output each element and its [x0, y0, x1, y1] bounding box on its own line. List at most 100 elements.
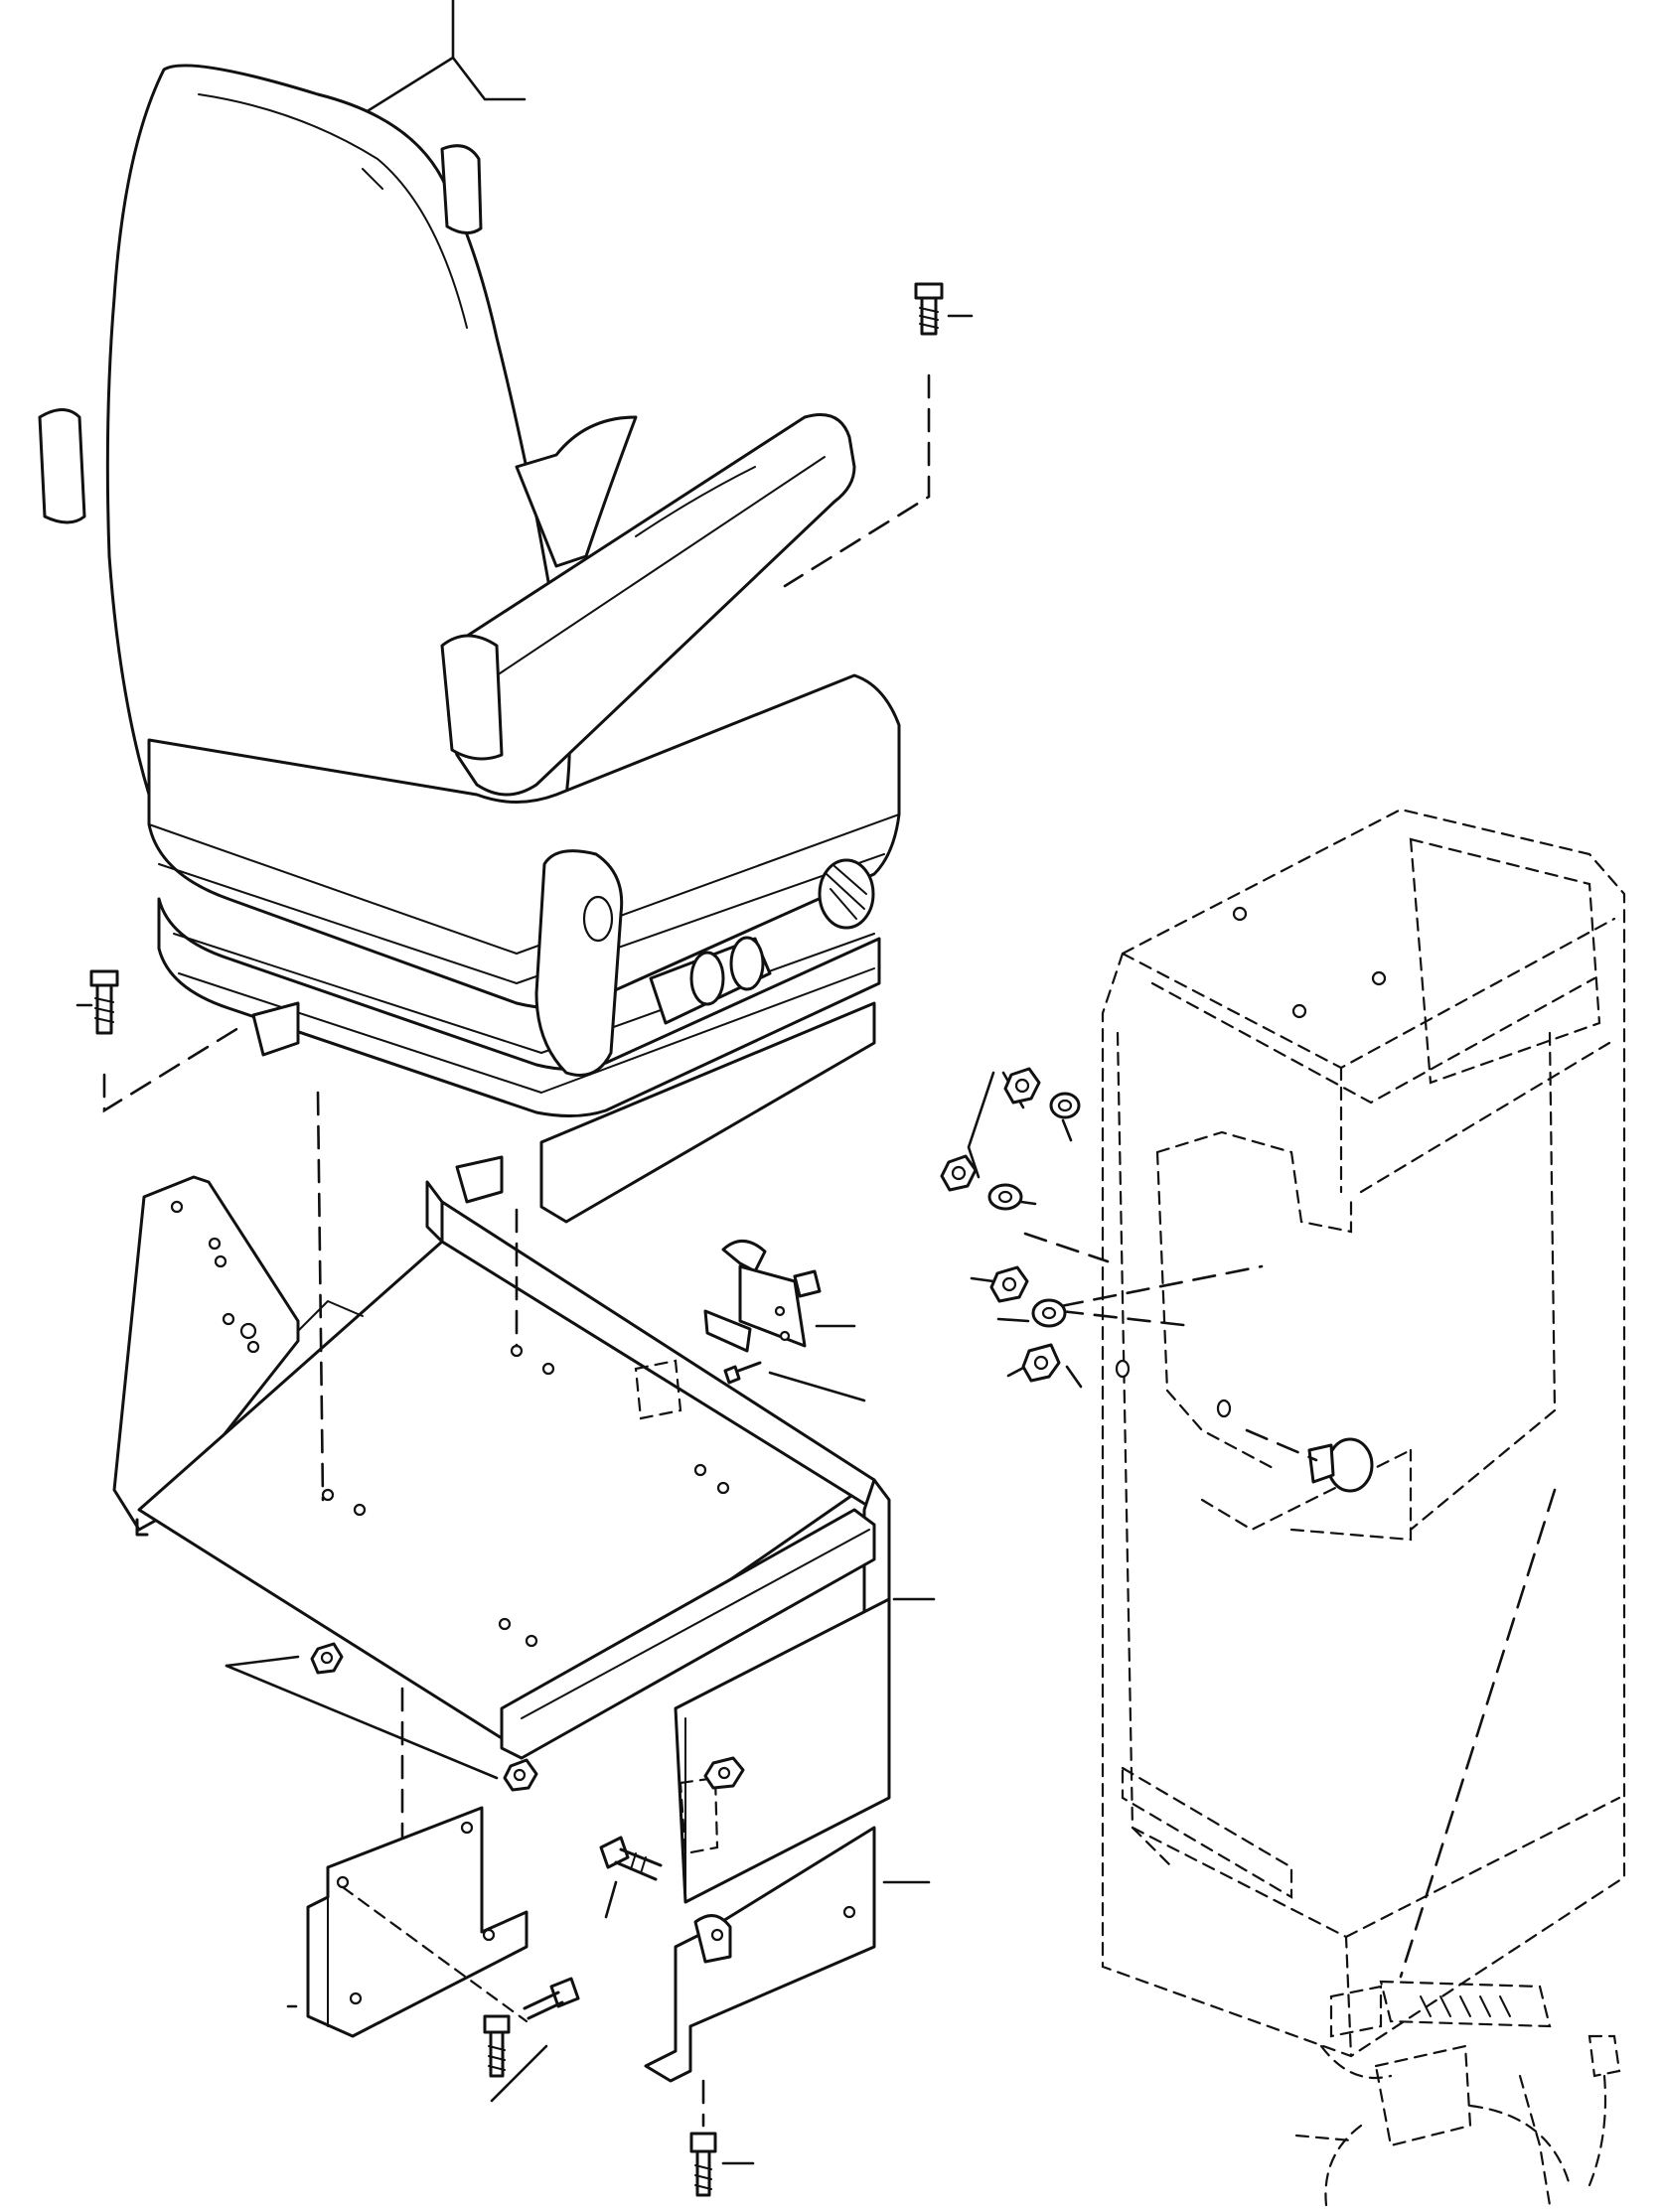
bolt-skirt: [599, 1836, 663, 1919]
dashline-plate-to-bolt: [341, 1885, 529, 2023]
bracket-hole: [246, 1340, 260, 1354]
leader-seat-back: [356, 56, 455, 119]
washer-3-bore: [1041, 1306, 1057, 1320]
dashline-seat-to-bracket-left: [316, 1091, 325, 1502]
seat-suspension: [157, 897, 881, 1118]
nut-1-bore: [1014, 1078, 1030, 1094]
bracket-hole: [214, 1254, 227, 1268]
bolt-bottom-angled: [523, 1977, 580, 2020]
bolt-shank: [614, 1847, 663, 1881]
bolt-thread: [94, 997, 114, 1023]
washer-2-bore: [997, 1190, 1013, 1204]
console-top-inner: [1150, 976, 1596, 1105]
console-shelf: [1359, 1041, 1611, 1194]
nut-bore: [320, 1651, 334, 1665]
leader-washer-1: [1061, 1118, 1073, 1142]
bracket-hole: [208, 1237, 222, 1251]
bolt-head: [689, 2132, 717, 2153]
hardware-group: [940, 1067, 1083, 1389]
leader-washer-3: [996, 1317, 1030, 1323]
bolt-upper-right: [914, 282, 974, 336]
harness-wire-5: [1587, 2074, 1607, 2187]
leader-seat-top: [451, 0, 527, 101]
nut-3-bore: [1001, 1276, 1017, 1292]
plate-hole: [349, 1991, 363, 2005]
leader-nut-3: [970, 1276, 995, 1283]
knob-knurl: [826, 865, 867, 920]
plate-hole: [460, 1821, 474, 1835]
console-bore: [1216, 1399, 1232, 1418]
nut-left-a: [310, 1642, 344, 1675]
floor-hole: [541, 1362, 555, 1376]
harness-connector-block: [1379, 1980, 1552, 2028]
leader-nut-b: [225, 1664, 499, 1780]
bolt-thread: [630, 1852, 647, 1874]
harness-cylinder: [1374, 2044, 1472, 2147]
seat-cushion: [147, 673, 901, 1010]
lever-grip-1: [689, 951, 725, 1006]
backrest-tick: [362, 168, 383, 190]
control-console: [1101, 808, 1626, 2058]
seat-pivot-housing: [534, 849, 624, 1077]
dashline-hw-3: [1059, 1309, 1194, 1328]
latch-hook: [703, 1240, 866, 1402]
channel-line: [521, 1529, 870, 1719]
pivot-hole: [582, 895, 614, 943]
harness-wire-3: [1468, 2104, 1572, 2187]
bolt-thread: [694, 2164, 712, 2190]
dashline-knob: [1245, 1428, 1318, 1462]
plate-hole: [710, 1928, 724, 1942]
floor-hole: [510, 1344, 524, 1358]
harness-wire-4: [1518, 2074, 1552, 2207]
console-hole: [1291, 1003, 1307, 1019]
plate-hole: [842, 1905, 856, 1919]
cushion-seam-lower: [158, 853, 885, 984]
hook-body: [738, 1264, 807, 1348]
bolt-thread: [488, 2045, 506, 2071]
cushion-seam: [148, 813, 900, 955]
support-plate-right: [644, 1826, 931, 2083]
harness-plug: [1329, 1985, 1383, 2038]
bracket-hole: [170, 1200, 184, 1214]
support-plate-left: [286, 1806, 529, 2038]
console-hole: [1371, 970, 1387, 986]
hook-base: [703, 1309, 752, 1353]
bolt-bottom-right: [689, 2132, 755, 2197]
bolt-head: [549, 1977, 580, 2008]
backrest-seam: [198, 93, 468, 329]
bolt-head: [599, 1836, 630, 1869]
leader-latch-screw: [768, 1371, 866, 1402]
plate-hole: [482, 1928, 496, 1942]
bolt-shank: [523, 1991, 564, 2020]
seat-assembly: [38, 0, 901, 1224]
nut-bore: [513, 1768, 527, 1782]
leader-hw-top: [967, 1071, 995, 1179]
bracket-hole: [239, 1322, 257, 1340]
leader-bolt-skirt: [604, 1880, 618, 1919]
bracket-left-plate: [112, 1175, 300, 1532]
console-outline: [1101, 808, 1626, 2058]
nut-4-bore: [1033, 1355, 1049, 1371]
leader-nut-4-b: [1065, 1365, 1083, 1389]
console-cutout-2: [1289, 1448, 1413, 1542]
hook-pin: [793, 1269, 822, 1298]
bolt-head: [483, 2014, 511, 2034]
bolt-thread: [919, 307, 939, 329]
bolt-head: [914, 282, 944, 300]
console-bore: [1115, 1359, 1131, 1379]
bolt-bottom-left: [483, 2014, 511, 2078]
bracket-hole: [222, 1312, 235, 1326]
wiring-harness: [1294, 1980, 1621, 2207]
floor-hole: [716, 1481, 730, 1495]
console-hole: [1232, 906, 1248, 922]
lever-grip-2: [729, 936, 765, 991]
nut-2-bore: [951, 1165, 967, 1181]
dashline-bolt-to-rail: [102, 1026, 240, 1113]
console-knob: [1326, 1437, 1374, 1493]
console-foot: [1121, 1766, 1293, 1899]
leader-nut-a: [225, 1655, 300, 1668]
bracket-rear-corner: [425, 1180, 444, 1244]
dashline-hw-1: [1023, 1232, 1110, 1263]
